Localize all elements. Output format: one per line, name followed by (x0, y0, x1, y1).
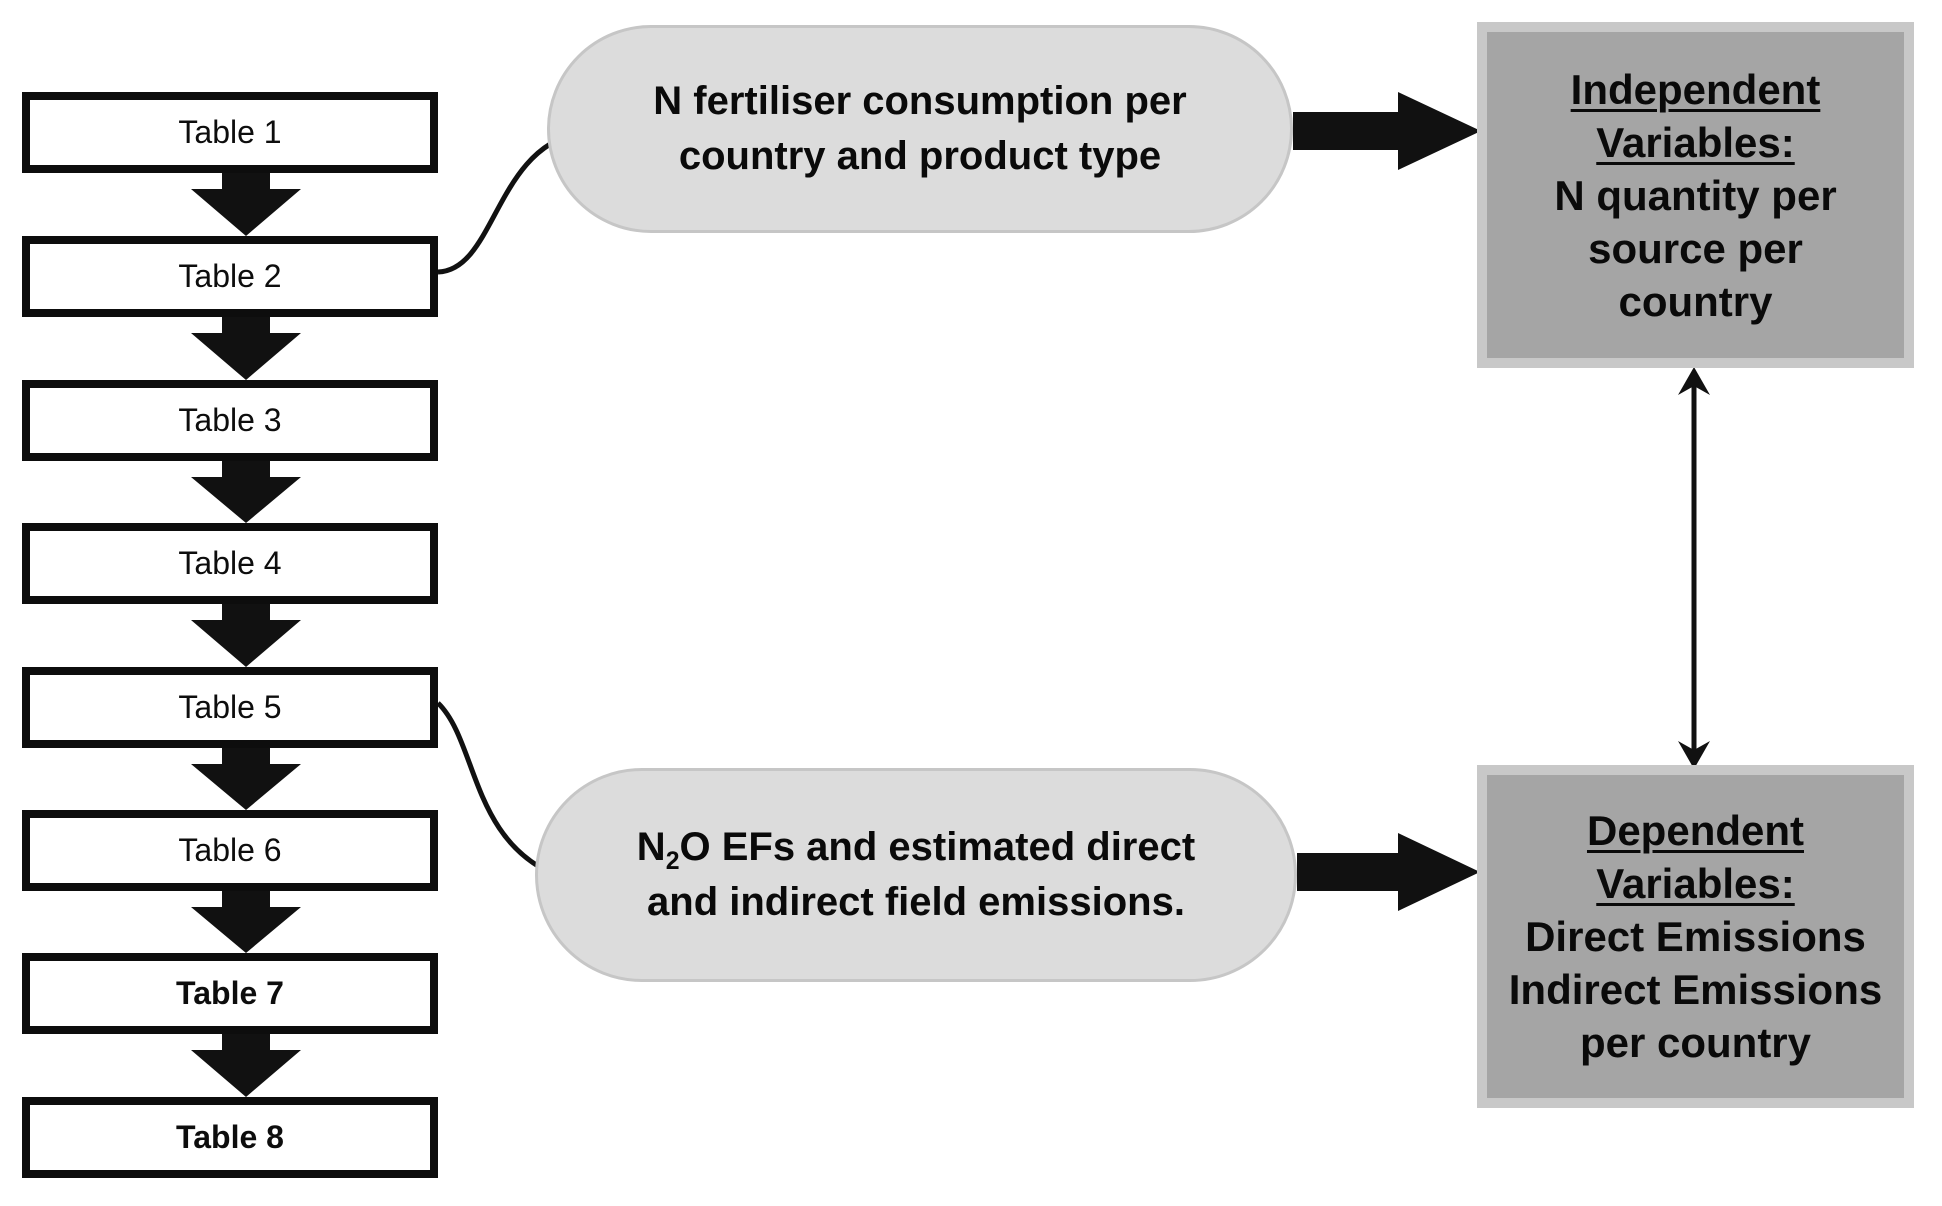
flow-table-2: Table 2 (22, 236, 438, 317)
double-arrow (1678, 367, 1710, 769)
dependent-body-line2: Indirect Emissions (1508, 966, 1883, 1013)
down-arrow-table2-table3 (191, 317, 301, 380)
flow-table-5-label: Table 5 (178, 689, 282, 725)
dependent-variables-box: Dependent Variables: Direct Emissions In… (1477, 765, 1914, 1108)
independent-title-line2: Variables: (1596, 118, 1795, 166)
down-arrow-table5-table6 (191, 748, 301, 810)
flow-table-4-label: Table 4 (178, 545, 282, 581)
down-arrow-table1-table2 (191, 173, 301, 236)
callout-fertiliser-consumption: N fertiliser consumption per country and… (547, 25, 1293, 233)
block-arrow-lower (1297, 833, 1480, 911)
dependent-body-line3: per country (1579, 1019, 1812, 1066)
flow-down-arrows (191, 173, 301, 1097)
callout-upper-line1: N fertiliser consumption per (653, 79, 1187, 123)
flow-table-8: Table 8 (22, 1097, 438, 1178)
flow-table-7: Table 7 (22, 953, 438, 1034)
independent-body-line1: N quantity per (1554, 171, 1837, 219)
down-arrow-table4-table5 (191, 604, 301, 667)
callout-lower-line2: and indirect field emissions. (647, 880, 1185, 924)
flow-table-2-label: Table 2 (178, 258, 282, 294)
double-arrow-head-down (1678, 741, 1710, 769)
flow-table-3-label: Table 3 (178, 402, 282, 438)
independent-body-line3: country (1618, 277, 1773, 325)
callout-lower-line1-post: O EFs and estimated direct (679, 825, 1196, 869)
down-arrow-table6-table7 (191, 891, 301, 953)
double-arrow-head-up (1678, 367, 1710, 395)
down-arrow-table3-table4 (191, 461, 301, 523)
flow-table-1: Table 1 (22, 92, 438, 173)
flow-table-7-label: Table 7 (176, 975, 284, 1011)
flow-table-5: Table 5 (22, 667, 438, 748)
dependent-body-line1: Direct Emissions (1525, 913, 1866, 960)
flow-table-4: Table 4 (22, 523, 438, 604)
flow-table-1-label: Table 1 (178, 114, 282, 150)
flow-table-3: Table 3 (22, 380, 438, 461)
callout-lower-line1-pre: N (636, 825, 666, 869)
independent-title-line1: Independent (1570, 65, 1821, 113)
flow-table-8-label: Table 8 (176, 1119, 284, 1155)
callout-n2o-efs: N2O EFs and estimated direct and indirec… (535, 768, 1297, 982)
dependent-title-line1: Dependent (1586, 807, 1804, 854)
dependent-title-line2: Variables: (1596, 860, 1795, 907)
independent-body-line2: source per (1588, 224, 1803, 272)
flow-table-6: Table 6 (22, 810, 438, 891)
block-arrow-upper (1293, 92, 1481, 170)
callout-lower-line1-sub: 2 (665, 848, 680, 875)
connector-curve-lower (436, 701, 561, 880)
callout-upper-line2: country and product type (678, 134, 1162, 178)
down-arrow-table7-table8 (191, 1034, 301, 1097)
flow-table-6-label: Table 6 (178, 832, 282, 868)
callout-lower-line1: N2O EFs and estimated direct (637, 820, 1195, 875)
independent-variables-box: Independent Variables: N quantity per so… (1477, 22, 1914, 368)
